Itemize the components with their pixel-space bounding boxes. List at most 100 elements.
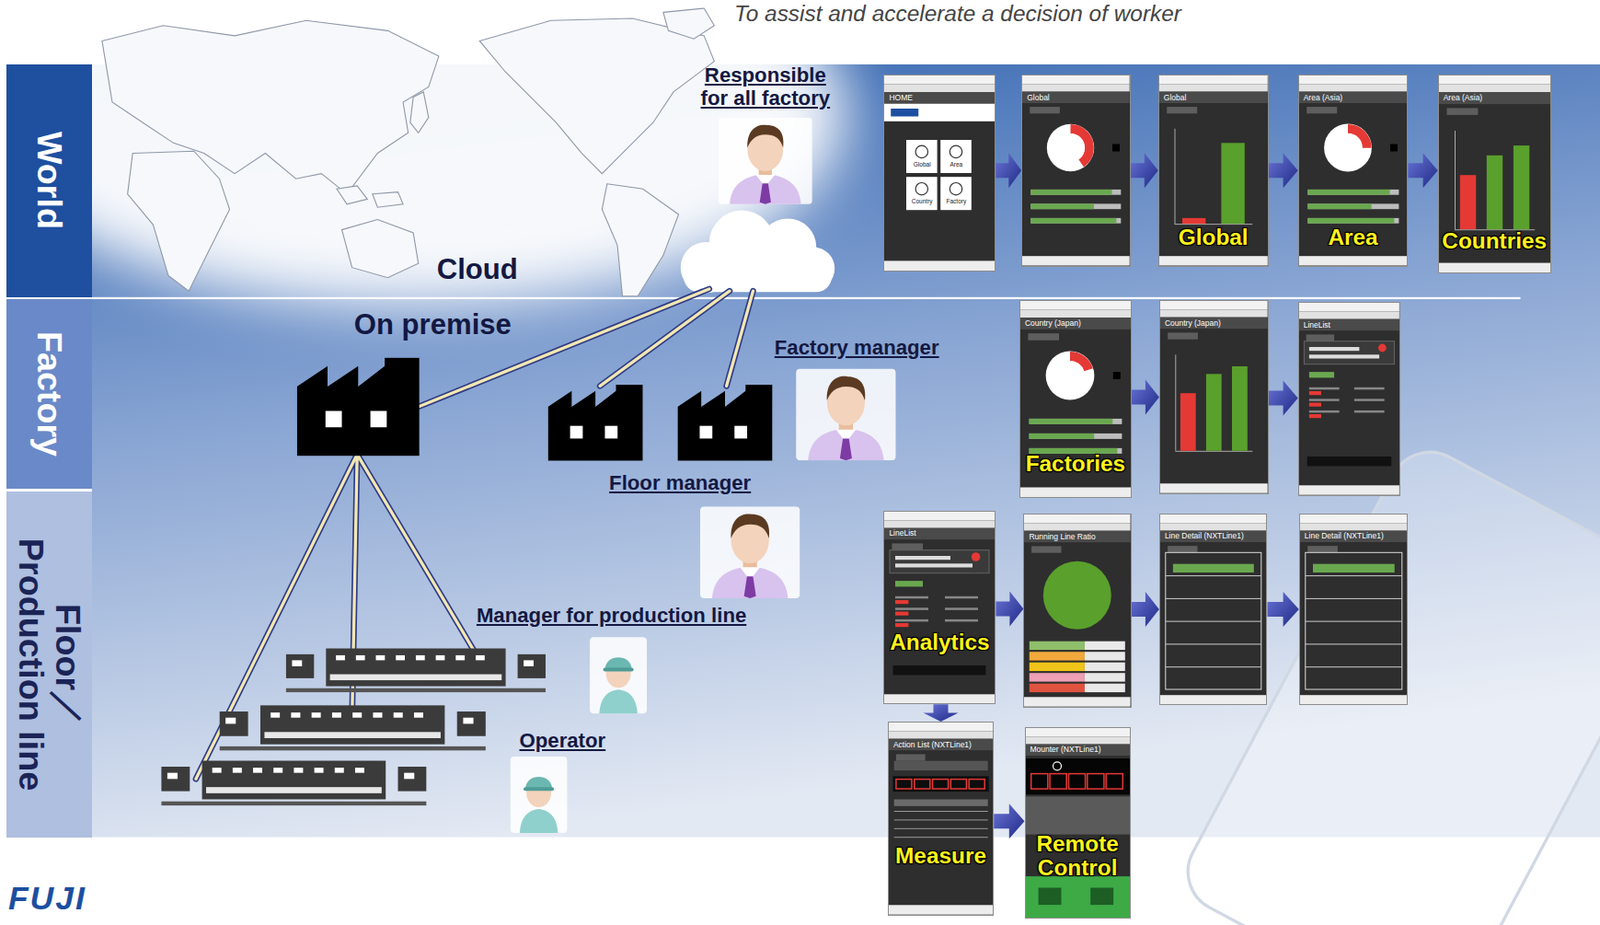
band-title: Floor／Production line (12, 520, 86, 807)
flow-arrow (995, 152, 1022, 188)
screen-graphic (895, 607, 929, 611)
screen-graphic (1051, 128, 1090, 167)
screen-title: Global (1026, 92, 1128, 104)
screen-graphic (884, 511, 995, 704)
screen-image (884, 75, 995, 271)
screen-graphic (1020, 300, 1131, 497)
screen-graphic (1299, 83, 1408, 92)
screen-graphic (1485, 155, 1502, 230)
screen-graphic (1055, 360, 1085, 391)
role-label: Responsible for all factory (693, 63, 837, 111)
screen-graphic (1159, 92, 1268, 104)
role-label: Factory manager (774, 335, 940, 360)
screen-graphic (1309, 355, 1380, 359)
screen-graphic (1354, 410, 1385, 414)
screen-graphic (1086, 772, 1104, 789)
screen-graphic (1030, 203, 1121, 209)
continent (410, 92, 429, 133)
screen-graphic (1174, 223, 1253, 225)
band: Factory (6, 299, 93, 489)
screen-graphic (889, 549, 990, 573)
screen-graphic (884, 527, 995, 540)
screen-graphic (895, 555, 951, 560)
screen-title: Area (Asia) (1303, 92, 1405, 104)
screen-graphic (895, 618, 929, 622)
factory-icon (297, 357, 420, 456)
screen-graphic (1165, 552, 1262, 690)
screen-graphic (895, 599, 909, 604)
screen-graphic (1206, 373, 1222, 451)
screen-graphic (1165, 620, 1262, 622)
screen-graphic (894, 799, 989, 806)
screen-graphic (1037, 886, 1061, 905)
phone-screen: GlobalGlobal (1158, 74, 1269, 267)
zone-label: On premise (354, 308, 512, 342)
world-map (102, 8, 714, 297)
screen-graphic (906, 176, 938, 210)
screen-graphic (1022, 92, 1130, 104)
screen-graphic (1025, 727, 1130, 919)
screen-graphic (1165, 643, 1262, 645)
screen-graphic (1300, 694, 1408, 704)
screen-graphic (1307, 203, 1371, 209)
screen-image (1160, 514, 1267, 705)
screen-graphic (1160, 514, 1267, 523)
screen-graphic (895, 595, 929, 599)
screen-graphic (1307, 189, 1390, 196)
screen-graphic (1047, 124, 1094, 172)
screen-graphic (884, 260, 995, 271)
band: Floor／Production line (6, 491, 93, 838)
screen-title: LineList (1303, 319, 1397, 332)
screen-graphic (1174, 450, 1253, 452)
screen-graphic (894, 828, 989, 829)
screen-graphic (884, 84, 995, 93)
screen-graphic (1084, 662, 1126, 671)
screen-graphic (1438, 84, 1551, 93)
tile-label: Country (906, 197, 938, 205)
screen-graphic (1306, 106, 1337, 114)
screen-graphic (1305, 552, 1403, 690)
screen-graphic (1049, 772, 1067, 789)
screen-graphic (1029, 683, 1085, 692)
continent (601, 184, 679, 297)
screen-graphic (1031, 545, 1061, 553)
screen-graphic (1160, 300, 1268, 310)
screen-graphic (884, 75, 995, 271)
screen-graphic (1309, 410, 1340, 414)
screen-graphic (1025, 758, 1130, 795)
screen-graphic (1028, 433, 1094, 439)
screen-graphic (1459, 174, 1475, 230)
band-title: Factory (30, 307, 68, 482)
phone-screen: Country (Japan) (1159, 299, 1269, 495)
screen-graphic (1307, 218, 1399, 224)
continent (663, 8, 714, 39)
screen-title: Line Detail (NXTLine1) (1164, 529, 1265, 542)
screen-graphic (1165, 666, 1262, 668)
screen-graphic (1024, 530, 1131, 543)
screen-graphic (1299, 485, 1400, 495)
screen-graphic (1307, 218, 1394, 224)
phone-screen: Area (Asia)Area (1298, 74, 1409, 267)
screen-graphic (1090, 886, 1114, 905)
screen-graphic (1029, 651, 1085, 660)
screen-graphic (1113, 371, 1121, 380)
screen-title: Country (Japan) (1164, 317, 1266, 330)
screen-graphic (1084, 651, 1126, 660)
screen-graphic (1333, 133, 1362, 162)
screen-graphic (1438, 92, 1551, 104)
screen-graphic (1354, 399, 1385, 403)
production-line (286, 647, 546, 692)
link-core (195, 288, 754, 779)
phone-screen: Line Detail (NXTLine1) (1159, 513, 1268, 706)
screen-title: HOME (888, 92, 992, 104)
screen-title: Area (Asia) (1443, 92, 1548, 104)
screen-graphic (1160, 522, 1267, 530)
screen-graphic (1307, 545, 1338, 553)
continent (372, 192, 403, 208)
screen-graphic (1299, 75, 1408, 266)
screen-graphic (1160, 529, 1267, 542)
screen-graphic (1020, 317, 1131, 330)
cloud (680, 210, 835, 294)
screen-graphic (1084, 672, 1126, 681)
